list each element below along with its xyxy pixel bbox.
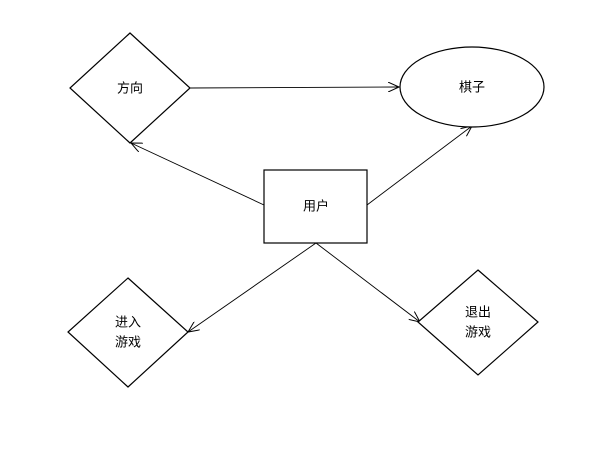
node-user-label: 用户 [303,199,329,215]
node-exit-game-label-line2: 游戏 [465,326,491,341]
edge-direction-to-piece [189,87,399,88]
node-enter-game: 进入 游戏 [67,277,189,388]
node-enter-game-label-line1: 进入 [115,316,141,331]
node-direction: 方向 [69,32,191,144]
node-user: 用户 [263,169,368,244]
edge-user-to-direction [131,143,265,206]
node-piece: 棋子 [399,46,545,128]
edge-user-to-enter-game [188,242,317,332]
edge-user-to-exit-game [315,242,420,322]
node-enter-game-label-line2: 游戏 [115,336,141,351]
node-piece-label: 棋子 [459,81,485,96]
node-exit-game-label-line1: 退出 [465,306,491,321]
edge-user-to-piece [366,126,472,206]
node-exit-game: 退出 游戏 [417,269,539,376]
node-direction-label: 方向 [117,81,143,97]
